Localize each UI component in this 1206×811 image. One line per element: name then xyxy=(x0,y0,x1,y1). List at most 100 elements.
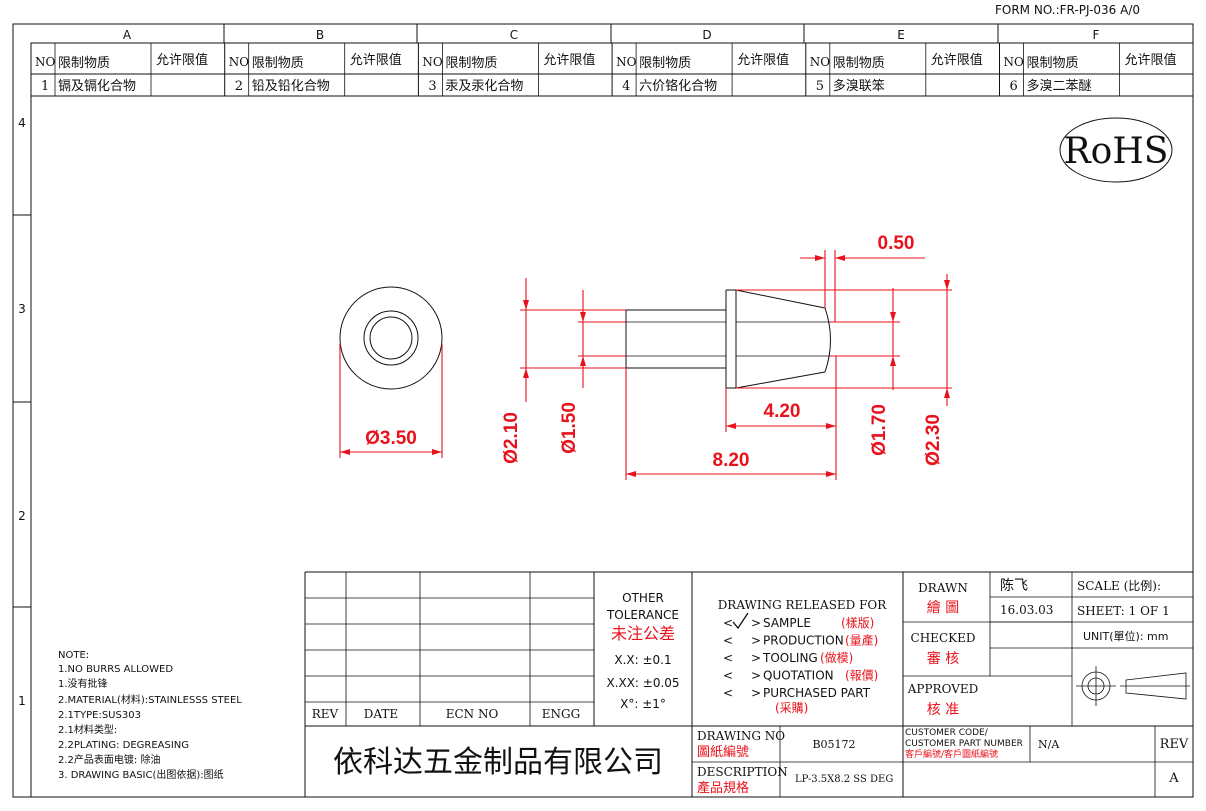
note-line: 2.2产品表面电镀: 除油 xyxy=(58,753,160,766)
release-option-cn: (做模) xyxy=(820,650,853,665)
sub-no-header: NO xyxy=(1004,55,1025,69)
release-bracket-right: > xyxy=(751,634,761,648)
sub-limit-header: 允许限值 xyxy=(543,52,595,68)
tolerance-xxx: X.XX: ±0.05 xyxy=(606,676,679,690)
dim-diameter-230: Ø2.30 xyxy=(923,414,944,466)
unit-label: UNIT(單位): mm xyxy=(1083,629,1168,643)
date-header: DATE xyxy=(364,707,398,721)
dim-length-050: 0.50 xyxy=(878,233,915,254)
release-option-cn: (采購) xyxy=(775,701,808,715)
release-title: DRAWING RELEASED FOR xyxy=(718,598,888,612)
dim-length-420: 4.20 xyxy=(764,401,801,422)
sub-no-header: NO xyxy=(422,55,443,69)
company-name: 依科达五金制品有限公司 xyxy=(333,745,663,780)
sub-limit-header: 允许限值 xyxy=(931,52,983,68)
column-label-d: D xyxy=(702,28,711,42)
drawn-date: 16.03.03 xyxy=(1000,603,1053,617)
dim-diameter-210: Ø2.10 xyxy=(501,412,522,464)
note-line: 1.NO BURRS ALLOWED xyxy=(58,664,173,675)
sub-row-no: 2 xyxy=(235,79,243,94)
release-bracket-left: < xyxy=(723,669,733,683)
tolerance-angle: X°: ±1° xyxy=(620,697,666,711)
release-option-label: TOOLING xyxy=(762,651,818,665)
customer-label-cn: 客戶編號/客戶圖紙編號 xyxy=(905,748,998,760)
rev-label: REV xyxy=(1160,737,1189,752)
ecn-header: ECN NO xyxy=(446,707,499,721)
sub-row-no: 1 xyxy=(41,79,49,94)
dim-diameter-350: Ø3.50 xyxy=(365,428,417,449)
sub-row-name: 六价铬化合物 xyxy=(639,78,717,94)
note-line: 1.没有批锋 xyxy=(58,677,108,690)
release-bracket-left: < xyxy=(723,634,733,648)
release-bracket-right: > xyxy=(751,616,761,630)
sub-no-header: NO xyxy=(35,55,56,69)
dim-820-group: 8.20 xyxy=(625,368,836,480)
sheet-label: SHEET: 1 OF 1 xyxy=(1077,604,1170,618)
release-option-cn: (報價) xyxy=(845,669,878,683)
release-options: <>SAMPLE(樣版)<>PRODUCTION(量產)<>TOOLING(做模… xyxy=(723,612,878,715)
dim-150-group: Ø1.50 xyxy=(559,290,626,454)
release-bracket-right: > xyxy=(751,686,761,700)
end-view: Ø3.50 xyxy=(339,286,443,458)
sub-name-header: 限制物质 xyxy=(445,56,497,71)
release-option-cn: (量產) xyxy=(845,633,878,648)
note-line: 2.1材料类型: xyxy=(58,723,117,736)
drawing-no-label-cn: 圖紙編號 xyxy=(697,744,749,760)
release-bracket-right: > xyxy=(751,669,761,683)
sub-row-no: 3 xyxy=(428,79,436,94)
note-line: 2.1TYPE:SUS303 xyxy=(58,710,141,721)
sub-row-name: 铅及铅化合物 xyxy=(252,79,330,94)
notes-block: NOTE: 1.NO BURRS ALLOWED 1.没有批锋 2.MATERIAL(… xyxy=(58,650,242,781)
check-icon xyxy=(732,612,749,630)
sub-no-header: NO xyxy=(810,55,831,69)
dim-length-820: 8.20 xyxy=(713,450,750,471)
drawing-no-label: DRAWING NO xyxy=(697,729,785,743)
release-bracket-right: > xyxy=(751,651,761,665)
customer-label-1: CUSTOMER CODE/ xyxy=(905,728,989,738)
tolerance-title-2: TOLERANCE xyxy=(606,608,679,622)
tolerance-title-1: OTHER xyxy=(622,591,664,605)
approved-label: APPROVED xyxy=(907,682,979,696)
sub-name-header: 限制物质 xyxy=(1027,56,1079,71)
dim-170-group: Ø1.70 xyxy=(830,288,900,456)
form-number: FORM NO.:FR-PJ-036 A/0 xyxy=(995,3,1140,17)
checked-label-cn: 審 核 xyxy=(927,651,959,667)
dim-420-group: 4.20 xyxy=(725,356,837,480)
approved-label-cn: 核 准 xyxy=(927,702,959,718)
release-option-label: QUOTATION xyxy=(763,669,834,683)
description-value: LP-3.5X8.2 SS DEG xyxy=(795,774,893,785)
release-option-cn: (樣版) xyxy=(841,615,874,630)
note-line: 3. DRAWING BASIC(出图依据):图纸 xyxy=(58,768,224,781)
sub-no-header: NO xyxy=(229,55,250,69)
note-line: 2.MATERIAL(材料):STAINLESSS STEEL xyxy=(58,693,242,706)
description-label-cn: 產品規格 xyxy=(697,780,749,796)
column-label-b: B xyxy=(316,28,324,42)
sub-row-no: 4 xyxy=(622,79,630,94)
dim-230-group: Ø2.30 xyxy=(736,274,952,466)
sub-row-name: 多溴二苯醚 xyxy=(1027,78,1092,94)
row-label-1: 1 xyxy=(18,694,26,708)
title-block xyxy=(304,571,1193,797)
drawn-label: DRAWN xyxy=(918,581,968,595)
sub-limit-header: 允许限值 xyxy=(737,52,789,68)
sub-limit-header: 允许限值 xyxy=(156,52,208,68)
sub-limit-header: 允许限值 xyxy=(1125,52,1177,68)
sub-name-header: 限制物质 xyxy=(833,56,885,71)
engg-header: ENGG xyxy=(542,707,580,721)
customer-label-2: CUSTOMER PART NUMBER xyxy=(905,739,1023,749)
release-option-label: PURCHASED PART xyxy=(763,686,871,700)
release-option-label: SAMPLE xyxy=(763,616,811,630)
row-label-3: 3 xyxy=(18,302,26,316)
sub-limit-header: 允许限值 xyxy=(350,52,402,68)
tolerance-xx: X.X: ±0.1 xyxy=(614,653,671,667)
release-bracket-left: < xyxy=(723,616,733,630)
customer-value: N/A xyxy=(1038,738,1060,751)
column-label-a: A xyxy=(123,28,132,42)
column-grid: A B C D E F xyxy=(123,24,1100,43)
side-view xyxy=(625,289,831,389)
dim-050-group: 0.50 xyxy=(800,233,925,322)
note-line: NOTE: xyxy=(58,650,89,661)
sub-row-name: 多溴联笨 xyxy=(833,78,885,94)
checked-label: CHECKED xyxy=(911,631,976,645)
